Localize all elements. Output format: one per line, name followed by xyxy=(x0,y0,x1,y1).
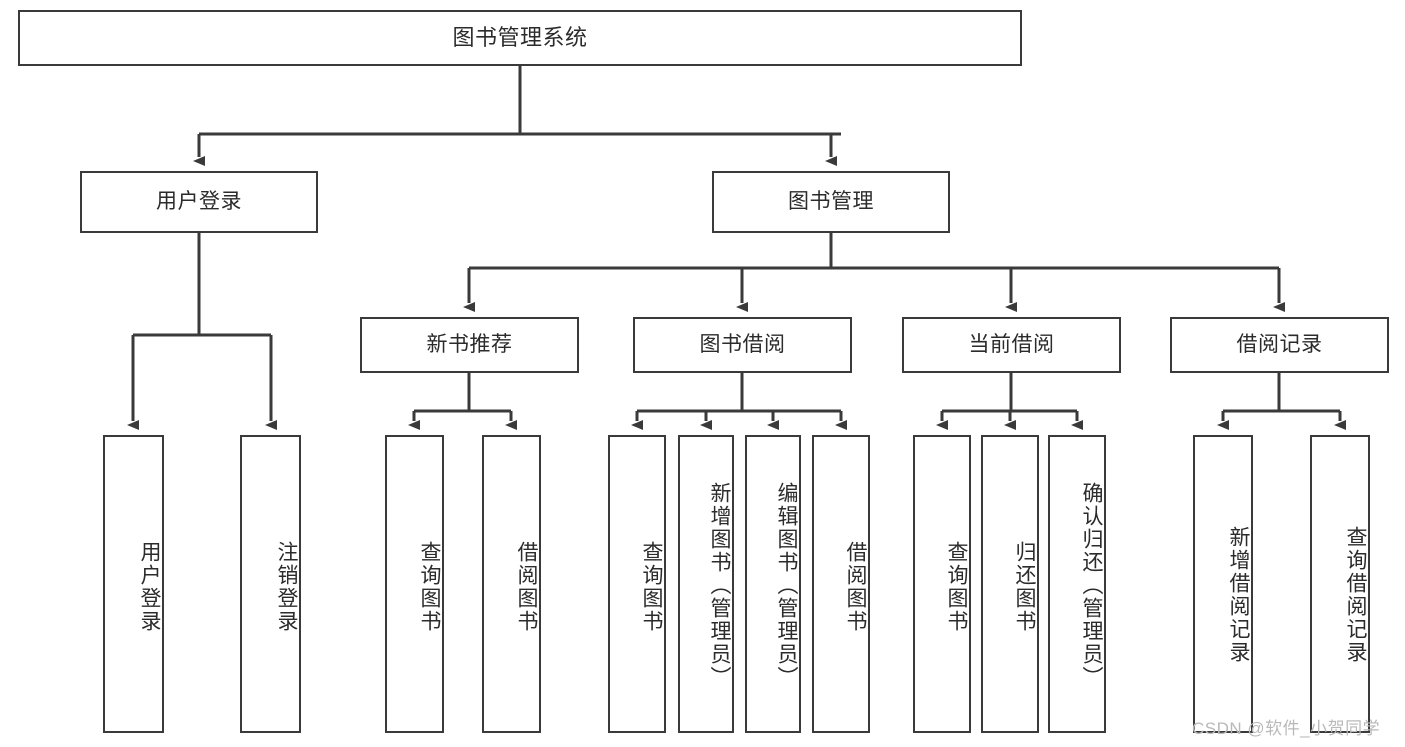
node-leaf-user-login-label: 用户登录 xyxy=(138,541,161,633)
node-new-book-recommend-label: 新书推荐 xyxy=(426,333,513,357)
node-user-login[interactable]: 用户登录 xyxy=(80,171,318,233)
node-borrow-record-label: 借阅记录 xyxy=(1236,333,1323,357)
node-user-login-label: 用户登录 xyxy=(156,190,242,214)
node-leaf-edit-book[interactable]: 编辑图书（管理员） xyxy=(745,435,801,733)
node-new-book-recommend[interactable]: 新书推荐 xyxy=(360,317,579,373)
node-leaf-add-record[interactable]: 新增借阅记录 xyxy=(1193,435,1253,733)
node-leaf-return-book[interactable]: 归还图书 xyxy=(981,435,1039,733)
node-leaf-query-book-1[interactable]: 查询图书 xyxy=(385,435,444,733)
node-leaf-borrow-book-1[interactable]: 借阅图书 xyxy=(482,435,541,733)
node-leaf-edit-book-label: 编辑图书（管理员） xyxy=(775,481,798,689)
node-leaf-add-record-label: 新增借阅记录 xyxy=(1227,526,1250,664)
node-leaf-query-record-label: 查询借阅记录 xyxy=(1344,526,1367,664)
node-book-borrow[interactable]: 图书借阅 xyxy=(633,317,852,373)
node-leaf-user-login[interactable]: 用户登录 xyxy=(103,435,164,733)
node-root-label: 图书管理系统 xyxy=(452,24,588,50)
node-book-borrow-label: 图书借阅 xyxy=(699,333,786,357)
node-current-borrow-label: 当前借阅 xyxy=(968,333,1055,357)
node-leaf-borrow-book-2-label: 借阅图书 xyxy=(844,541,867,633)
node-current-borrow[interactable]: 当前借阅 xyxy=(902,317,1121,373)
node-leaf-confirm-return-label: 确认归还（管理员） xyxy=(1080,481,1103,689)
node-leaf-query-book-1-label: 查询图书 xyxy=(418,541,441,633)
node-leaf-query-book-2-label: 查询图书 xyxy=(640,541,663,633)
node-leaf-query-book-3[interactable]: 查询图书 xyxy=(913,435,971,733)
node-book-manage[interactable]: 图书管理 xyxy=(712,171,950,233)
node-leaf-add-book-label: 新增图书（管理员） xyxy=(708,481,731,689)
node-book-manage-label: 图书管理 xyxy=(788,190,874,214)
node-leaf-query-book-2[interactable]: 查询图书 xyxy=(608,435,666,733)
node-root[interactable]: 图书管理系统 xyxy=(18,10,1022,66)
node-leaf-borrow-book-1-label: 借阅图书 xyxy=(515,541,538,633)
node-borrow-record[interactable]: 借阅记录 xyxy=(1170,317,1389,373)
node-leaf-query-book-3-label: 查询图书 xyxy=(945,541,968,633)
node-leaf-logout[interactable]: 注销登录 xyxy=(240,435,301,733)
node-leaf-add-book[interactable]: 新增图书（管理员） xyxy=(678,435,734,733)
node-leaf-return-book-label: 归还图书 xyxy=(1013,541,1036,633)
node-leaf-logout-label: 注销登录 xyxy=(275,541,298,633)
csdn-watermark: CSDN @软件_小贺同学 xyxy=(1192,719,1381,738)
node-leaf-borrow-book-2[interactable]: 借阅图书 xyxy=(812,435,870,733)
node-leaf-query-record[interactable]: 查询借阅记录 xyxy=(1310,435,1370,733)
node-leaf-confirm-return[interactable]: 确认归还（管理员） xyxy=(1048,435,1106,733)
